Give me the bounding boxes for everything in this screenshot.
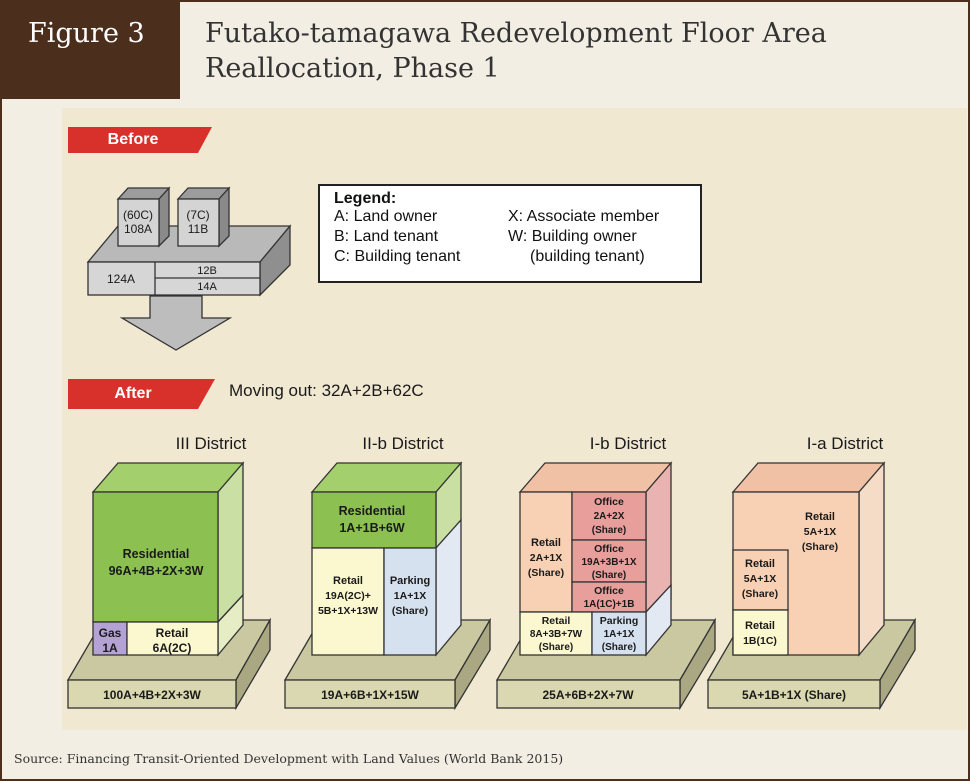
ib-office2-label: Office — [594, 543, 624, 555]
ib-retail-bottom-value: 8A+3B+7W — [530, 629, 583, 640]
iii-gas-label: Gas — [99, 626, 122, 640]
legend-title: Legend: — [334, 190, 397, 207]
before-base-left: 124A — [107, 272, 135, 286]
iib-retail-value2: 5B+1X+13W — [318, 605, 378, 617]
moving-out-text: Moving out: 32A+2B+62C — [229, 381, 424, 400]
before-box2-line2: 11B — [188, 222, 208, 236]
iii-residential-value: 96A+4B+2X+3W — [109, 564, 204, 578]
ib-retail-left-label: Retail — [531, 537, 561, 549]
district-iib-building — [283, 461, 492, 711]
iii-residential-label: Residential — [123, 547, 190, 561]
ib-retail-left-share: (Share) — [528, 567, 564, 579]
district-ib-building — [495, 461, 717, 711]
iii-retail-label: Retail — [156, 626, 189, 640]
district-iib-title: II-b District — [362, 434, 444, 453]
legend: Legend: A: Land owner B: Land tenant C: … — [318, 184, 702, 283]
title-line-1: Futako-tamagawa Redevelopment Floor Area — [205, 18, 827, 49]
source-note: Source: Financing Transit-Oriented Devel… — [14, 751, 564, 766]
ib-office2-share: (Share) — [592, 570, 626, 581]
figure-title: Futako-tamagawa Redevelopment Floor Area… — [205, 16, 925, 86]
before-box2-line1: (7C) — [186, 208, 209, 222]
ib-office1-value: 2A+2X — [594, 511, 625, 522]
iii-retail-value: 6A(2C) — [153, 641, 192, 655]
district-ia-title: I-a District — [807, 434, 884, 453]
iib-base-label: 19A+6B+1X+15W — [321, 688, 419, 702]
ia-retail-mid-label: Retail — [745, 558, 775, 570]
ia-retail-main-share: (Share) — [802, 541, 838, 553]
before-tab: Before — [68, 127, 198, 153]
ib-parking-share: (Share) — [602, 642, 636, 653]
ib-office1-share: (Share) — [592, 525, 626, 536]
ib-parking-label: Parking — [600, 615, 639, 627]
ib-office1-label: Office — [594, 496, 624, 508]
before-box1-line1: (60C) — [123, 208, 153, 222]
iib-parking-share: (Share) — [392, 605, 428, 617]
iib-parking-label: Parking — [390, 575, 430, 587]
iii-gas-value: 1A — [102, 641, 118, 655]
title-line-2: Reallocation, Phase 1 — [205, 53, 500, 84]
ib-office2-value: 19A+3B+1X — [581, 557, 636, 568]
before-building — [86, 186, 292, 351]
figure-label: Figure 3 — [2, 2, 180, 99]
iib-residential-label: Residential — [339, 504, 406, 518]
iib-parking-value: 1A+1X — [394, 590, 426, 602]
iib-retail-value1: 19A(2C)+ — [325, 590, 371, 602]
district-ia-building — [706, 461, 917, 711]
legend-c: C: Building tenant — [334, 248, 461, 265]
district-ib-title: I-b District — [590, 434, 667, 453]
ia-retail-mid-share: (Share) — [742, 588, 778, 600]
legend-x: X: Associate member — [508, 208, 660, 225]
legend-w: W: Building owner — [508, 228, 637, 245]
district-iii-building — [66, 461, 272, 711]
legend-w-note: (building tenant) — [530, 248, 645, 265]
ia-retail-main-value: 5A+1X — [804, 526, 836, 538]
ib-retail-left-value: 2A+1X — [530, 552, 562, 564]
ia-base-label: 5A+1B+1X (Share) — [742, 688, 846, 702]
before-base-right-top: 12B — [197, 265, 217, 277]
ia-retail-low-label: Retail — [745, 620, 775, 632]
ia-retail-low-value: 1B(1C) — [743, 635, 777, 647]
iib-retail-label: Retail — [333, 575, 363, 587]
ib-retail-bottom-share: (Share) — [539, 642, 573, 653]
legend-a: A: Land owner — [334, 208, 438, 225]
ib-base-label: 25A+6B+2X+7W — [542, 688, 634, 702]
ib-office3-label: Office — [594, 585, 624, 597]
district-iii-title: III District — [176, 434, 247, 453]
before-box1-line2: 108A — [124, 222, 152, 236]
after-tab: After — [68, 379, 198, 409]
iib-residential-value: 1A+1B+6W — [339, 521, 405, 535]
before-base-right-bottom: 14A — [197, 281, 217, 293]
ib-retail-bottom-label: Retail — [542, 615, 571, 627]
legend-b: B: Land tenant — [334, 228, 439, 245]
ia-retail-main-label: Retail — [805, 511, 835, 523]
ia-retail-mid-value: 5A+1X — [744, 573, 776, 585]
ib-parking-value: 1A+1X — [604, 629, 635, 640]
ib-office3-value: 1A(1C)+1B — [584, 599, 635, 610]
iii-base-label: 100A+4B+2X+3W — [103, 688, 201, 702]
